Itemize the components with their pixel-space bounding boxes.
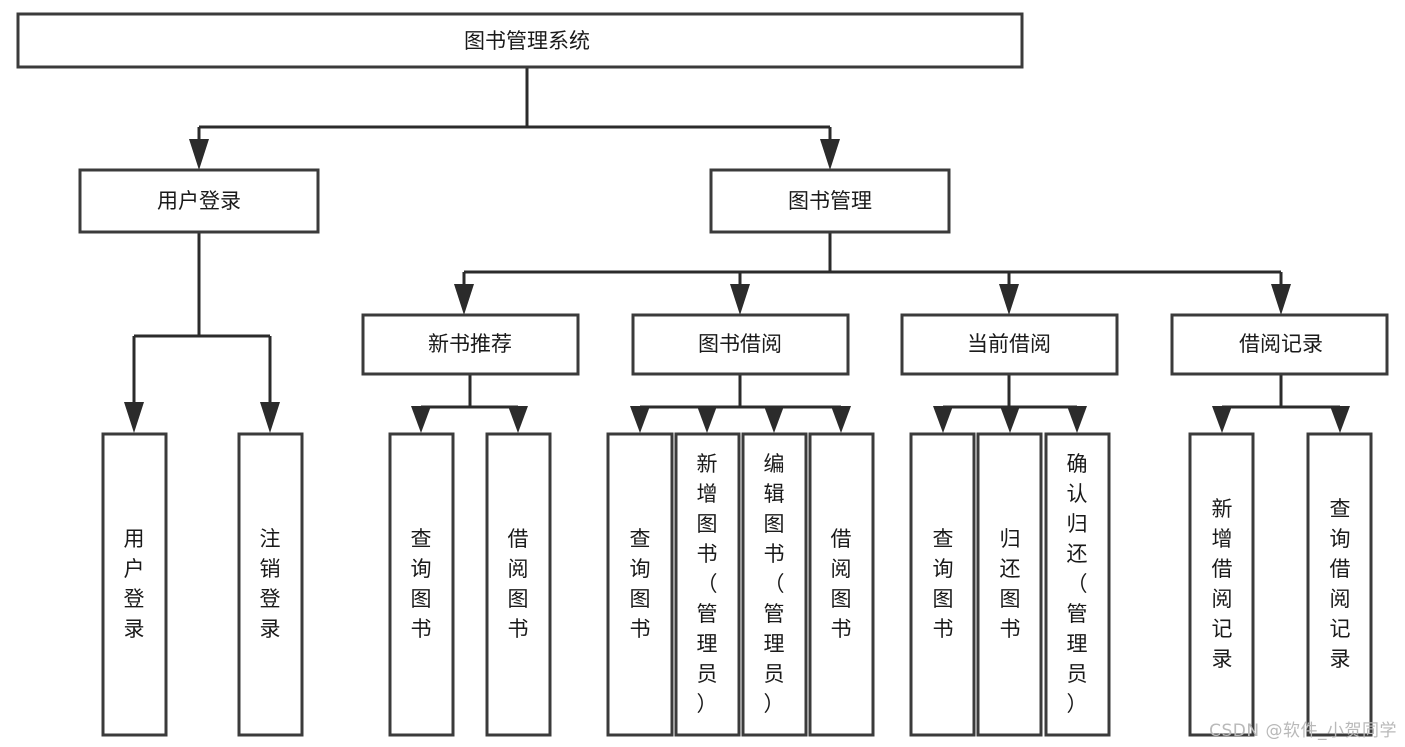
connector-group-current-borrow [933,374,1087,433]
node-root-label: 图书管理系统 [464,29,590,53]
arrow-head-leaf-br-1 [1212,406,1232,433]
leaf-new-book-recommend-2[interactable]: 借阅图书 [485,432,552,737]
leaf-book-borrow-1-box[interactable] [606,432,674,737]
arrow-head-leaf-bb-1 [630,406,650,433]
arrow-head-leaf-user-login-1 [124,402,144,433]
leaf-book-borrow-2-box[interactable] [674,432,741,737]
arrow-head-leaf-br-2 [1330,406,1350,433]
node-borrow-record[interactable]: 借阅记录 [1170,313,1389,376]
leaf-user-login-1-box[interactable] [101,432,168,737]
arrow-head-leaf-nbr-1 [411,406,431,433]
arrow-head-leaf-nbr-2 [508,406,528,433]
node-user-login-label: 用户登录 [157,189,241,213]
arrow-head-leaf-bb-3 [764,406,784,433]
leaf-current-borrow-3[interactable]: 确认归还（管理员） [1044,432,1111,737]
leaf-current-borrow-1-box[interactable] [909,432,976,737]
leaf-borrow-record-2[interactable]: 查询借阅记录 [1306,432,1373,737]
node-new-book-recommend[interactable]: 新书推荐 [361,313,580,376]
leaf-borrow-record-2-label: 查询借阅记录 [1330,497,1351,671]
connector-group-new-book-recommend [411,374,528,433]
arrow-head-borrow-record [1271,284,1291,315]
leaf-current-borrow-1[interactable]: 查询图书 [909,432,976,737]
node-user-login[interactable]: 用户登录 [78,168,320,234]
leaf-book-borrow-4-box[interactable] [808,432,875,737]
leaf-book-borrow-3[interactable]: 编辑图书（管理员） [741,432,808,737]
leaf-user-login-2[interactable]: 注销登录 [237,432,304,737]
node-current-borrow-box[interactable] [900,313,1119,376]
leaf-new-book-recommend-2-box[interactable] [485,432,552,737]
node-borrow-record-box[interactable] [1170,313,1389,376]
leaf-current-borrow-1-label: 查询图书 [933,527,954,641]
arrow-head-leaf-cb-2 [1000,406,1020,433]
leaf-current-borrow-2-box[interactable] [976,432,1043,737]
arrow-head-leaf-bb-2 [697,406,717,433]
leaf-borrow-record-1-box[interactable] [1188,432,1255,737]
leaf-book-borrow-4[interactable]: 借阅图书 [808,432,875,737]
node-book-borrow-box[interactable] [631,313,850,376]
connector-group-root [189,67,840,170]
node-book-borrow-label: 图书借阅 [698,332,782,356]
arrow-head-leaf-cb-1 [933,406,953,433]
leaf-book-borrow-1[interactable]: 查询图书 [606,432,674,737]
node-borrow-record-label: 借阅记录 [1239,332,1323,356]
leaf-book-borrow-2[interactable]: 新增图书（管理员） [674,432,741,737]
arrow-head-new-book-recommend [454,284,474,315]
node-new-book-recommend-label: 新书推荐 [428,332,512,356]
node-current-borrow-label: 当前借阅 [967,332,1051,356]
node-current-borrow[interactable]: 当前借阅 [900,313,1119,376]
leaf-borrow-record-1-label: 新增借阅记录 [1212,497,1233,671]
connector-group-user-login [124,232,280,433]
leaf-book-borrow-1-label: 查询图书 [630,527,651,641]
leaf-book-borrow-2-label: 新增图书（管理员） [697,452,718,716]
node-book-manage[interactable]: 图书管理 [709,168,951,234]
arrow-head-user-login [189,139,209,170]
leaf-book-borrow-4-label: 借阅图书 [831,527,852,641]
node-book-borrow[interactable]: 图书借阅 [631,313,850,376]
leaf-new-book-recommend-1[interactable]: 查询图书 [388,432,455,737]
arrow-head-leaf-user-login-2 [260,402,280,433]
leaf-user-login-2-label: 注销登录 [260,527,281,641]
leaf-current-borrow-2[interactable]: 归还图书 [976,432,1043,737]
leaf-book-borrow-3-label: 编辑图书（管理员） [764,452,785,716]
leaf-new-book-recommend-2-label: 借阅图书 [508,527,529,641]
arrow-head-book-borrow [730,284,750,315]
leaf-user-login-1[interactable]: 用户登录 [101,432,168,737]
connector-group-book-manage [454,232,1291,315]
node-book-manage-box[interactable] [709,168,951,234]
node-user-login-box[interactable] [78,168,320,234]
arrow-head-leaf-bb-4 [831,406,851,433]
leaf-new-book-recommend-1-label: 查询图书 [411,527,432,641]
arrow-head-book-manage [820,139,840,170]
node-root-box[interactable] [16,12,1024,69]
leaf-borrow-record-1[interactable]: 新增借阅记录 [1188,432,1255,737]
node-new-book-recommend-box[interactable] [361,313,580,376]
leaf-current-borrow-3-label: 确认归还（管理员） [1067,452,1088,716]
arrow-head-current-borrow [999,284,1019,315]
leaf-new-book-recommend-1-box[interactable] [388,432,455,737]
node-root[interactable]: 图书管理系统 [16,12,1024,69]
connector-group-book-borrow [630,374,851,433]
connector-group-borrow-record [1212,374,1350,433]
leaf-current-borrow-2-label: 归还图书 [1000,527,1021,641]
leaf-user-login-1-label: 用户登录 [124,527,145,641]
leaf-borrow-record-2-box[interactable] [1306,432,1373,737]
node-book-manage-label: 图书管理 [788,189,872,213]
leaf-current-borrow-3-box[interactable] [1044,432,1111,737]
leaf-book-borrow-3-box[interactable] [741,432,808,737]
arrow-head-leaf-cb-3 [1067,406,1087,433]
leaf-user-login-2-box[interactable] [237,432,304,737]
